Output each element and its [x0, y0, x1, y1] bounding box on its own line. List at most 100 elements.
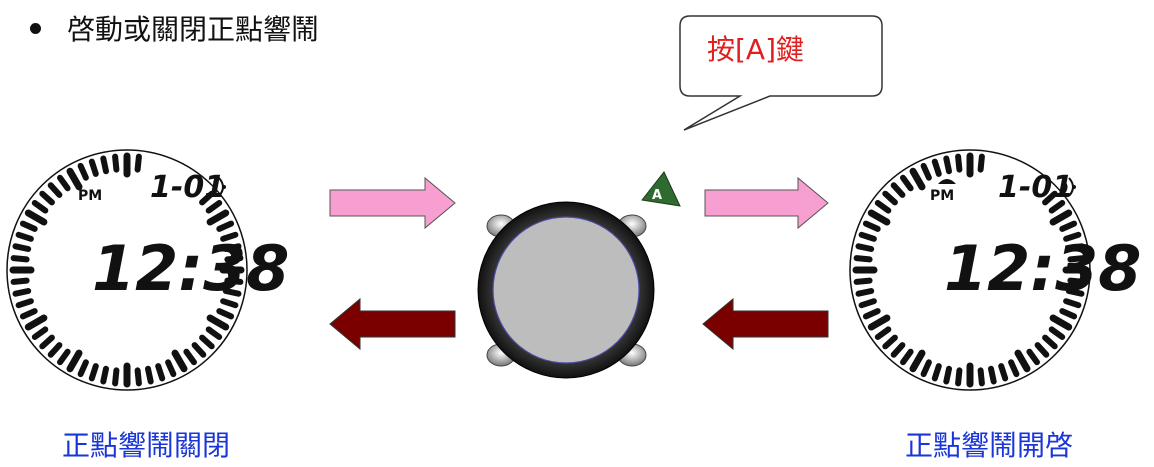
bezel-tick	[134, 153, 142, 173]
bezel-tick	[171, 349, 188, 373]
bezel-tick	[47, 182, 63, 198]
clock-left-time: 12:38	[92, 232, 289, 305]
bezel-tick	[1014, 349, 1031, 373]
bezel-tick	[920, 359, 932, 378]
bezel-tick	[24, 209, 48, 226]
button-a-label: A	[652, 188, 662, 203]
bezel-tick	[1059, 220, 1078, 232]
bezel-tick	[1048, 326, 1066, 340]
bezel-tick	[88, 158, 99, 177]
bezel-tick	[1063, 231, 1082, 242]
bezel-tick	[205, 326, 223, 340]
bezel-tick	[867, 314, 891, 331]
bezel-tick	[1042, 334, 1058, 350]
bezel-tick	[12, 243, 32, 252]
bezel-tick	[1065, 243, 1085, 252]
bezel-tick	[943, 155, 952, 175]
bezel-tick	[1059, 308, 1078, 320]
arrow-back-left	[329, 297, 456, 351]
bezel-tick	[183, 348, 197, 366]
bezel-tick	[862, 220, 881, 232]
bezel-tick	[205, 200, 223, 214]
bezel-tick	[1008, 359, 1020, 378]
watch-device[interactable]	[477, 201, 655, 379]
bezel-tick	[155, 363, 166, 382]
bezel-tick	[1048, 200, 1066, 214]
bezel-tick	[855, 288, 875, 297]
bezel-tick	[206, 209, 230, 226]
bezel-tick	[100, 155, 109, 175]
bezel-tick	[206, 314, 230, 331]
bezel-tick	[1065, 288, 1085, 297]
clock-right-time: 12:38	[944, 232, 1141, 305]
bezel-tick	[66, 349, 83, 373]
bezel-tick	[10, 277, 30, 285]
bullet-icon	[30, 22, 41, 34]
bezel-tick	[1063, 298, 1082, 309]
bezel-tick	[977, 367, 985, 387]
bezel-tick	[222, 288, 242, 297]
bezel-tick	[1049, 314, 1073, 331]
bezel-tick	[112, 153, 120, 173]
bezel-tick	[134, 367, 142, 387]
clock-right-ticks	[852, 152, 1088, 388]
bezel-tick	[853, 277, 873, 285]
callout-bubble	[679, 15, 883, 131]
bell-icon	[938, 179, 956, 184]
clock-left-date: 1-01	[150, 170, 225, 205]
bezel-tick	[77, 162, 89, 181]
wave-icon	[213, 177, 226, 197]
bezel-tick	[853, 255, 873, 263]
bezel-tick	[890, 342, 906, 358]
bezel-tick	[15, 231, 34, 242]
bezel-tick	[112, 367, 120, 387]
bezel-tick	[39, 334, 55, 350]
arrow-back-right	[702, 297, 829, 351]
bezel-tick	[1034, 342, 1050, 358]
bezel-tick	[10, 255, 30, 263]
bezel-tick	[955, 367, 963, 387]
bezel-tick	[19, 308, 38, 320]
bezel-tick	[900, 174, 914, 192]
bezel-tick	[100, 365, 109, 385]
bezel-tick	[988, 365, 997, 385]
bezel-tick	[77, 359, 89, 378]
bezel-tick	[858, 231, 877, 242]
bezel-tick	[31, 326, 49, 340]
bezel-tick	[1026, 348, 1040, 366]
bezel-tick	[900, 348, 914, 366]
bezel-tick	[931, 158, 942, 177]
bezel-tick	[57, 348, 71, 366]
bezel-tick	[12, 288, 32, 297]
button-a-icon[interactable]	[641, 171, 681, 207]
callout-text: 按[A]鍵	[707, 33, 805, 66]
bezel-tick	[47, 342, 63, 358]
bezel-tick	[165, 359, 177, 378]
bezel-tick	[890, 182, 906, 198]
arrow-forward-left	[329, 176, 456, 230]
bezel-tick	[222, 243, 242, 252]
bezel-tick	[867, 209, 891, 226]
bezel-tick	[15, 298, 34, 309]
caption-right: 正點響鬧開啓	[905, 429, 1074, 462]
bezel-tick	[145, 365, 154, 385]
clock-right-date: 1-01	[998, 170, 1073, 205]
arrow-forward-right	[704, 176, 829, 230]
bezel-tick	[1067, 255, 1087, 263]
bezel-tick	[220, 298, 239, 309]
bezel-tick	[858, 298, 877, 309]
bezel-tick	[874, 326, 892, 340]
bezel-tick	[24, 314, 48, 331]
bezel-tick	[66, 167, 83, 191]
clock-left	[6, 149, 248, 391]
clock-right	[849, 149, 1091, 391]
bezel-tick	[19, 220, 38, 232]
bezel-tick	[874, 200, 892, 214]
heading: 啓動或關閉正點響鬧	[30, 8, 319, 48]
caption-left: 正點響鬧關閉	[62, 429, 231, 462]
bezel-tick	[882, 334, 898, 350]
wave-icon	[1063, 177, 1076, 197]
bezel-tick	[1067, 277, 1087, 285]
bezel-tick	[224, 255, 244, 263]
